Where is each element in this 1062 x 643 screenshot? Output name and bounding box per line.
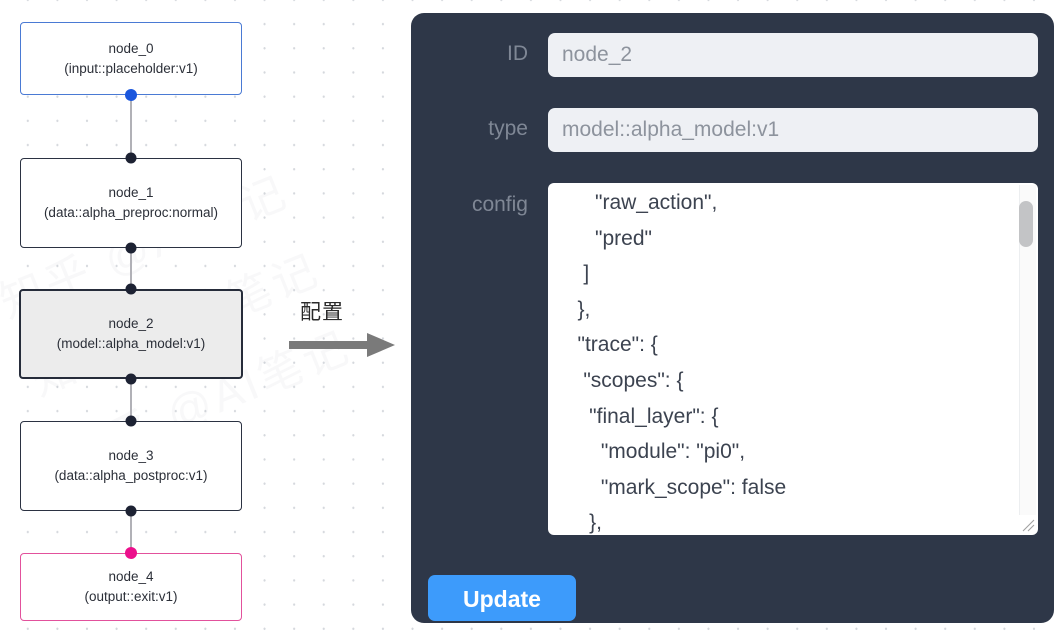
node-handle-top[interactable] bbox=[125, 283, 137, 295]
node-handle-top[interactable] bbox=[125, 547, 137, 559]
graph-edge[interactable] bbox=[130, 95, 132, 158]
node-subtitle: (data::alpha_postproc:v1) bbox=[54, 468, 208, 483]
node-title: node_4 bbox=[108, 569, 154, 585]
graph-edge[interactable] bbox=[130, 248, 132, 289]
type-input[interactable] bbox=[548, 108, 1038, 152]
node-handle-top[interactable] bbox=[125, 152, 137, 164]
config-scrollbar-thumb[interactable] bbox=[1019, 201, 1033, 247]
graph-edge[interactable] bbox=[130, 511, 132, 553]
node-handle-bottom[interactable] bbox=[125, 373, 137, 385]
field-row-id: ID bbox=[428, 33, 1038, 77]
update-button[interactable]: Update bbox=[428, 575, 576, 621]
node-handle-top[interactable] bbox=[125, 415, 137, 427]
node-subtitle: (output::exit:v1) bbox=[84, 589, 178, 604]
graph-node-node_4[interactable]: node_4(output::exit:v1) bbox=[20, 553, 242, 621]
field-row-type: type bbox=[428, 108, 1038, 152]
node-label: node_0(input::placeholder:v1) bbox=[29, 39, 233, 78]
transition-arrow-group: 配置 bbox=[288, 296, 403, 364]
config-scrollbar-track[interactable] bbox=[1019, 185, 1036, 515]
node-subtitle: (data::alpha_preproc:normal) bbox=[43, 205, 219, 220]
node-handle-bottom[interactable] bbox=[125, 242, 137, 254]
field-row-config: config bbox=[428, 183, 1038, 535]
node-label: node_4(output::exit:v1) bbox=[29, 567, 233, 606]
graph-node-node_2[interactable]: node_2(model::alpha_model:v1) bbox=[19, 289, 243, 379]
graph-node-node_1[interactable]: node_1(data::alpha_preproc:normal) bbox=[20, 158, 242, 248]
right-arrow-icon bbox=[289, 333, 395, 357]
node-label: node_3(data::alpha_postproc:v1) bbox=[29, 446, 233, 485]
node-title: node_3 bbox=[108, 448, 154, 464]
node-subtitle: (input::placeholder:v1) bbox=[64, 60, 198, 76]
id-label: ID bbox=[507, 42, 528, 65]
node-title: node_0 bbox=[108, 40, 154, 56]
node-label: node_1(data::alpha_preproc:normal) bbox=[29, 183, 233, 222]
node-config-panel: ID type config Update bbox=[411, 13, 1054, 623]
resize-grip-icon[interactable] bbox=[1021, 518, 1035, 532]
config-label: config bbox=[471, 193, 528, 216]
graph-node-node_3[interactable]: node_3(data::alpha_postproc:v1) bbox=[20, 421, 242, 511]
node-handle-bottom[interactable] bbox=[125, 505, 137, 517]
node-subtitle: (model::alpha_model:v1) bbox=[56, 336, 206, 351]
node-title: node_2 bbox=[108, 316, 154, 332]
id-input[interactable] bbox=[548, 33, 1038, 77]
config-editor-wrap bbox=[548, 183, 1038, 535]
graph-node-node_0[interactable]: node_0(input::placeholder:v1) bbox=[20, 22, 242, 95]
transition-label: 配置 bbox=[300, 300, 344, 324]
type-label: type bbox=[488, 117, 528, 140]
node-handle-bottom[interactable] bbox=[125, 89, 137, 101]
node-label: node_2(model::alpha_model:v1) bbox=[29, 314, 233, 353]
node-title: node_1 bbox=[108, 185, 154, 201]
config-textarea[interactable] bbox=[548, 183, 1038, 535]
graph-edge[interactable] bbox=[130, 379, 132, 421]
